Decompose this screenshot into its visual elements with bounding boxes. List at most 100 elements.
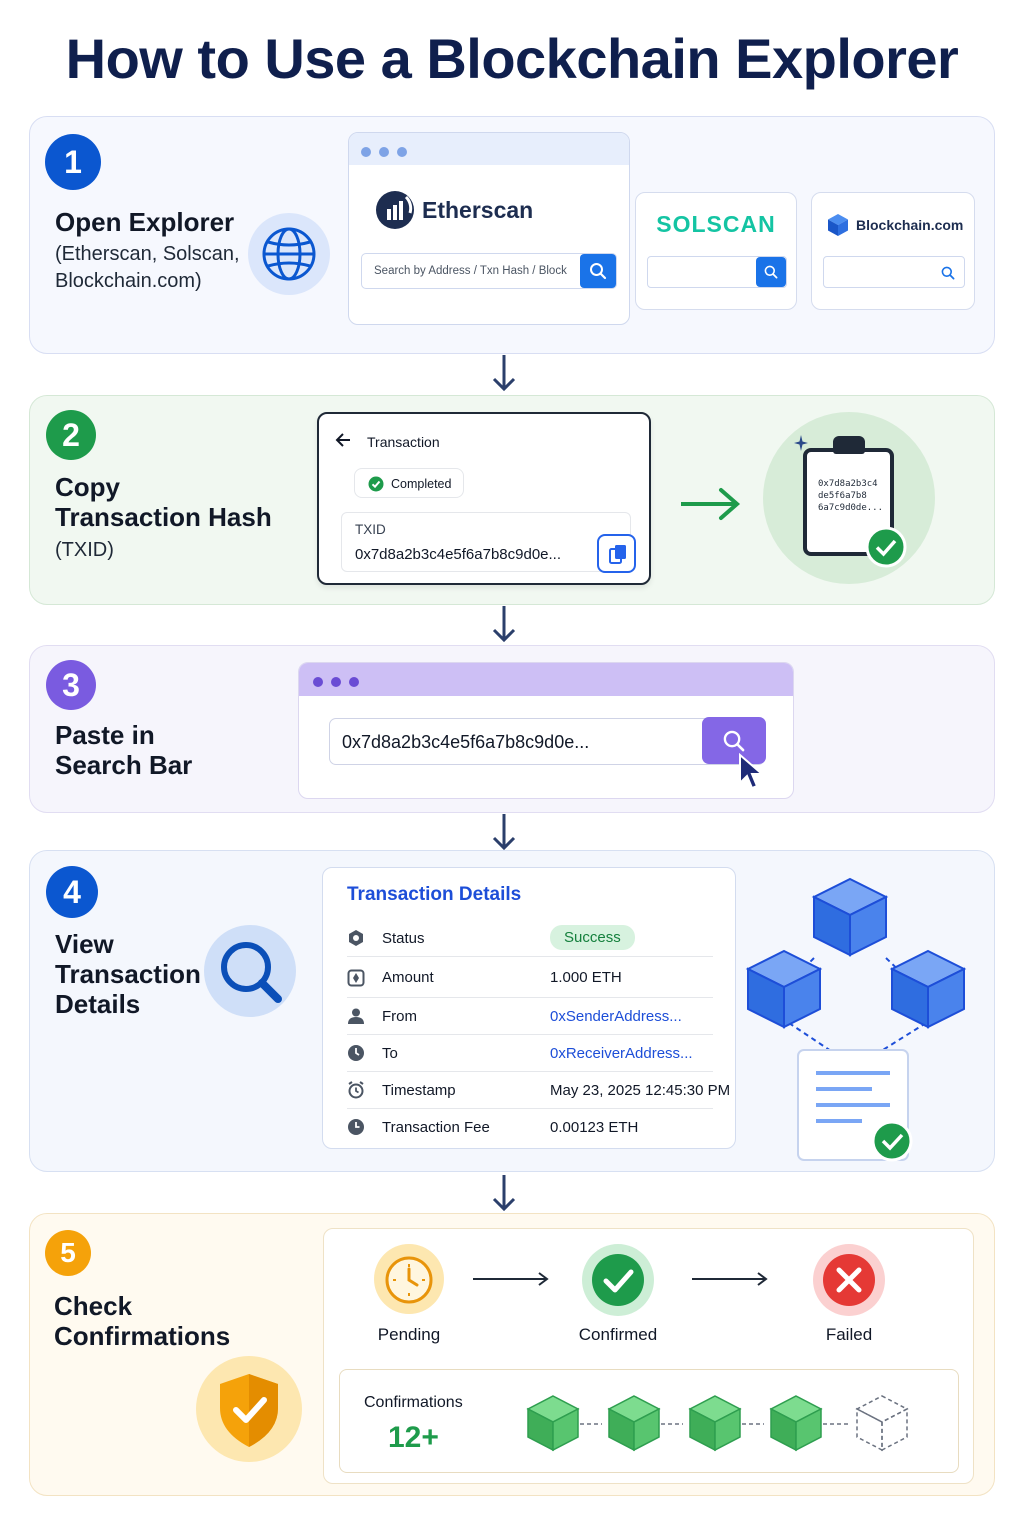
txid-field[interactable]: TXID 0x7d8a2b3c4e5f6a7b8c9d0e... bbox=[341, 512, 636, 573]
step-2-subtitle: (TXID) bbox=[55, 539, 114, 561]
detail-label: To bbox=[382, 1045, 398, 1062]
etherscan-search-button[interactable] bbox=[580, 254, 616, 288]
detail-value: 1.000 ETH bbox=[550, 969, 622, 986]
browser-titlebar bbox=[349, 133, 629, 165]
search-icon bbox=[590, 263, 607, 280]
step-1-badge: 1 bbox=[45, 134, 101, 190]
etherscan-name: Etherscan bbox=[422, 197, 534, 223]
step-5-title-line2: Confirmations bbox=[54, 1321, 231, 1351]
success-badge: Success bbox=[550, 925, 635, 950]
clock-icon bbox=[348, 1045, 364, 1061]
search-button[interactable] bbox=[702, 717, 766, 764]
confirmations-box: Confirmations 12+ bbox=[339, 1369, 959, 1473]
block-cube-icon bbox=[745, 949, 823, 1029]
detail-row-to: To 0xReceiverAddress... bbox=[347, 1035, 713, 1072]
search-icon bbox=[723, 730, 745, 751]
failed-label: Failed bbox=[825, 1325, 873, 1344]
browser-window: 0x7d8a2b3c4e5f6a7b8c9d0e... bbox=[298, 662, 794, 799]
status-pill: Completed bbox=[354, 468, 464, 498]
detail-row-fee: Transaction Fee 0.00123 ETH bbox=[347, 1109, 713, 1146]
sparkle-icon bbox=[794, 435, 808, 451]
block-cube-icon bbox=[811, 877, 889, 957]
green-block-icon bbox=[688, 1395, 742, 1452]
arrow-down-icon bbox=[489, 811, 519, 853]
fee-icon bbox=[348, 1119, 364, 1135]
blockchain-com-name: Blockchain.com bbox=[856, 217, 964, 233]
blockchain-com-search-input[interactable] bbox=[823, 256, 965, 288]
transaction-details-title: Transaction Details bbox=[347, 884, 522, 905]
detail-value: May 23, 2025 12:45:30 PM bbox=[550, 1082, 731, 1099]
sender-address-link[interactable]: 0xSenderAddress... bbox=[550, 1008, 682, 1025]
search-icon bbox=[764, 265, 778, 279]
step-3-badge: 3 bbox=[46, 660, 96, 710]
search-icon[interactable] bbox=[940, 265, 956, 281]
pending-label: Pending bbox=[377, 1325, 441, 1344]
confirmed-check-icon bbox=[582, 1244, 654, 1316]
page-title: How to Use a Blockchain Explorer bbox=[65, 27, 959, 90]
back-arrow-icon[interactable] bbox=[335, 433, 351, 447]
etherscan-browser-window: Etherscan Search by Address / Txn Hash /… bbox=[348, 132, 630, 325]
failed-x-icon bbox=[813, 1244, 885, 1316]
step-2-title-line2: Transaction Hash bbox=[55, 502, 272, 532]
step-1-subtitle-line2: Blockchain.com) bbox=[55, 270, 202, 292]
clipboard-clip bbox=[833, 436, 865, 454]
cursor-icon bbox=[739, 753, 765, 790]
detail-label: From bbox=[382, 1008, 417, 1025]
step-4-panel: 4 View Transaction Details Transaction D… bbox=[29, 850, 995, 1172]
transaction-card-header: Transaction bbox=[367, 434, 440, 450]
step-2-panel: 2 Copy Transaction Hash (TXID) Transacti… bbox=[29, 395, 995, 605]
detail-label: Timestamp bbox=[382, 1082, 456, 1099]
arrow-down-icon bbox=[489, 352, 519, 394]
receiver-address-link[interactable]: 0xReceiverAddress... bbox=[550, 1045, 693, 1062]
etherscan-search-input[interactable]: Search by Address / Txn Hash / Block bbox=[361, 253, 617, 289]
magnifier-icon bbox=[204, 925, 296, 1017]
step-5-badge: 5 bbox=[45, 1230, 91, 1276]
blockchain-network-illustration bbox=[745, 877, 967, 1162]
solscan-search-input[interactable] bbox=[647, 256, 787, 288]
clipboard-hash-line1: 0x7d8a2b3c4 bbox=[818, 479, 878, 489]
empty-block-icon bbox=[855, 1395, 909, 1452]
arrow-right-icon bbox=[692, 1272, 768, 1286]
clipboard-hash-line3: 6a7c9d0de... bbox=[818, 503, 884, 513]
detail-value: 0.00123 ETH bbox=[550, 1119, 639, 1136]
globe-icon bbox=[248, 213, 330, 295]
detail-row-from: From 0xSenderAddress... bbox=[347, 998, 713, 1035]
block-cube-icon bbox=[889, 949, 967, 1029]
clipboard-illustration: 0x7d8a2b3c4 de5f6a7b8 6a7c9d0de... bbox=[763, 412, 935, 584]
pending-clock-icon bbox=[374, 1244, 444, 1314]
blockchain-logo-icon bbox=[828, 214, 848, 236]
step-4-title-line2: Transaction bbox=[55, 959, 201, 989]
step-5-title-line1: Check bbox=[54, 1291, 133, 1321]
green-block-icon bbox=[526, 1395, 580, 1452]
copy-button[interactable] bbox=[597, 534, 636, 573]
document-icon bbox=[797, 1049, 913, 1162]
clipboard-hash: 0x7d8a2b3c4 de5f6a7b8 6a7c9d0de... bbox=[818, 478, 883, 514]
txid-value: 0x7d8a2b3c4e5f6a7b8c9d0e... bbox=[355, 546, 562, 563]
solscan-search-button[interactable] bbox=[756, 257, 786, 287]
clipboard-hash-line2: de5f6a7b8 bbox=[818, 491, 867, 501]
confirmations-count: 12+ bbox=[388, 1421, 439, 1454]
step-1-subtitle-line1: (Etherscan, Solscan, bbox=[55, 243, 240, 265]
step-4-title-line3: Details bbox=[55, 989, 141, 1019]
user-icon bbox=[348, 1008, 364, 1024]
detail-row-timestamp: Timestamp May 23, 2025 12:45:30 PM bbox=[347, 1072, 730, 1109]
txid-label: TXID bbox=[355, 522, 386, 537]
check-circle-icon bbox=[368, 476, 384, 492]
step-1-title: Open Explorer bbox=[55, 207, 235, 237]
detail-label: Transaction Fee bbox=[382, 1119, 490, 1136]
detail-label: Amount bbox=[382, 969, 434, 986]
arrow-down-icon bbox=[489, 603, 519, 645]
transaction-card: Transaction Completed TXID 0x7d8a2b3c4e5… bbox=[317, 412, 651, 585]
step-3-panel: 3 Paste in Search Bar 0x7d8a2b3c4e5f6a7b… bbox=[29, 645, 995, 813]
detail-row-amount: Amount 1.000 ETH bbox=[347, 957, 713, 998]
step-2-badge: 2 bbox=[46, 410, 96, 460]
step-5-panel: 5 Check Confirmations Pending Confirmed … bbox=[29, 1213, 995, 1496]
search-input-value: 0x7d8a2b3c4e5f6a7b8c9d0e... bbox=[342, 732, 590, 752]
etherscan-logo-icon bbox=[376, 191, 414, 229]
explorer-search-input[interactable]: 0x7d8a2b3c4e5f6a7b8c9d0e... bbox=[329, 717, 766, 765]
check-circle-icon bbox=[865, 526, 907, 568]
status-icon bbox=[349, 930, 363, 946]
arrow-down-icon bbox=[489, 1172, 519, 1214]
confirmation-status-card: Pending Confirmed Failed Confirmations 1… bbox=[323, 1228, 974, 1484]
green-block-icon bbox=[769, 1395, 823, 1452]
